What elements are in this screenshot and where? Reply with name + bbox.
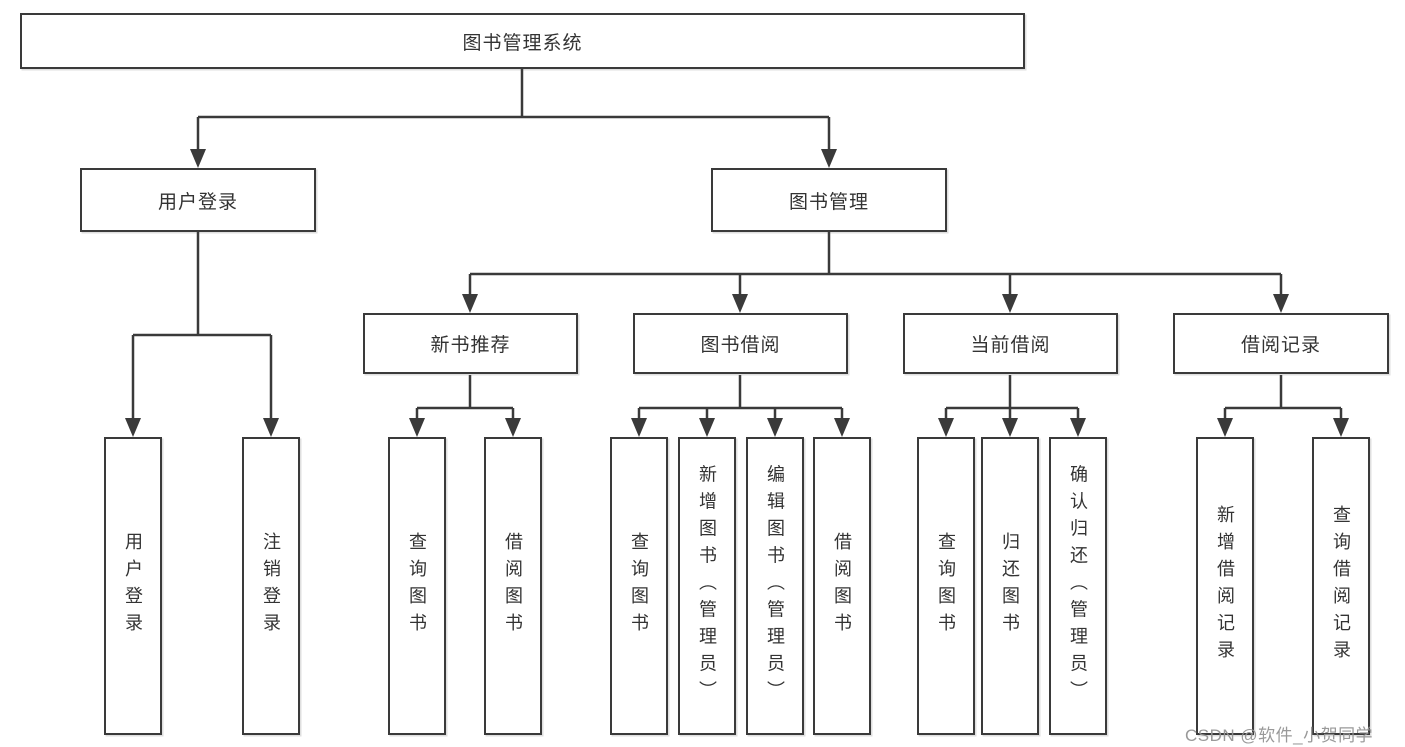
node-borrow-records: 借阅记录: [1173, 313, 1389, 374]
arrowheads: [125, 149, 1349, 437]
leaf-user-login: 用户登录: [104, 437, 162, 735]
leaf-query-book-recommend: 查询图书: [388, 437, 446, 735]
leaf-query-book-recommend-label: 查询图书: [407, 532, 427, 640]
node-user-login-label: 用户登录: [157, 191, 238, 213]
leaf-borrow-book-recommend: 借阅图书: [484, 437, 542, 735]
leaf-return-book: 归还图书: [981, 437, 1039, 735]
leaf-add-book-admin: 新增图书（管理员）: [678, 437, 736, 735]
leaf-user-login-label: 用户登录: [123, 532, 143, 640]
node-book-management-label: 图书管理: [788, 191, 869, 213]
leaf-query-book-current-label: 查询图书: [936, 532, 956, 640]
csdn-watermark: CSDN @软件_小贺同学: [1185, 726, 1374, 745]
leaf-add-book-admin-label: 新增图书（管理员）: [697, 464, 717, 708]
leaf-add-borrow-record-label: 新增借阅记录: [1215, 505, 1235, 667]
node-borrow-records-label: 借阅记录: [1240, 335, 1321, 356]
leaf-borrow-book-recommend-label: 借阅图书: [503, 532, 523, 640]
leaf-query-borrow-record-label: 查询借阅记录: [1331, 505, 1351, 667]
leaf-query-book-current: 查询图书: [917, 437, 975, 735]
node-current-borrow: 当前借阅: [903, 313, 1118, 374]
leaf-add-borrow-record: 新增借阅记录: [1196, 437, 1254, 735]
leaf-return-book-label: 归还图书: [1000, 532, 1020, 640]
leaf-confirm-return-admin-label: 确认归还（管理员）: [1068, 464, 1088, 708]
node-root-system: 图书管理系统: [20, 13, 1025, 69]
leaf-borrow-book-label: 借阅图书: [832, 532, 852, 640]
node-book-management: 图书管理: [711, 168, 947, 232]
node-new-book-recommend: 新书推荐: [363, 313, 578, 374]
leaf-borrow-book: 借阅图书: [813, 437, 871, 735]
node-current-borrow-label: 当前借阅: [970, 335, 1051, 356]
leaf-logout: 注销登录: [242, 437, 300, 735]
node-user-login: 用户登录: [80, 168, 316, 232]
leaf-edit-book-admin-label: 编辑图书（管理员）: [765, 464, 785, 708]
leaf-edit-book-admin: 编辑图书（管理员）: [746, 437, 804, 735]
node-book-borrow-label: 图书借阅: [700, 335, 781, 356]
node-book-borrow: 图书借阅: [633, 313, 848, 374]
leaf-query-book-borrow-label: 查询图书: [629, 532, 649, 640]
node-root-label: 图书管理系统: [462, 32, 583, 54]
leaf-query-book-borrow: 查询图书: [610, 437, 668, 735]
leaf-confirm-return-admin: 确认归还（管理员）: [1049, 437, 1107, 735]
leaf-logout-label: 注销登录: [261, 532, 281, 640]
node-new-book-recommend-label: 新书推荐: [430, 335, 511, 356]
leaf-query-borrow-record: 查询借阅记录: [1312, 437, 1370, 735]
